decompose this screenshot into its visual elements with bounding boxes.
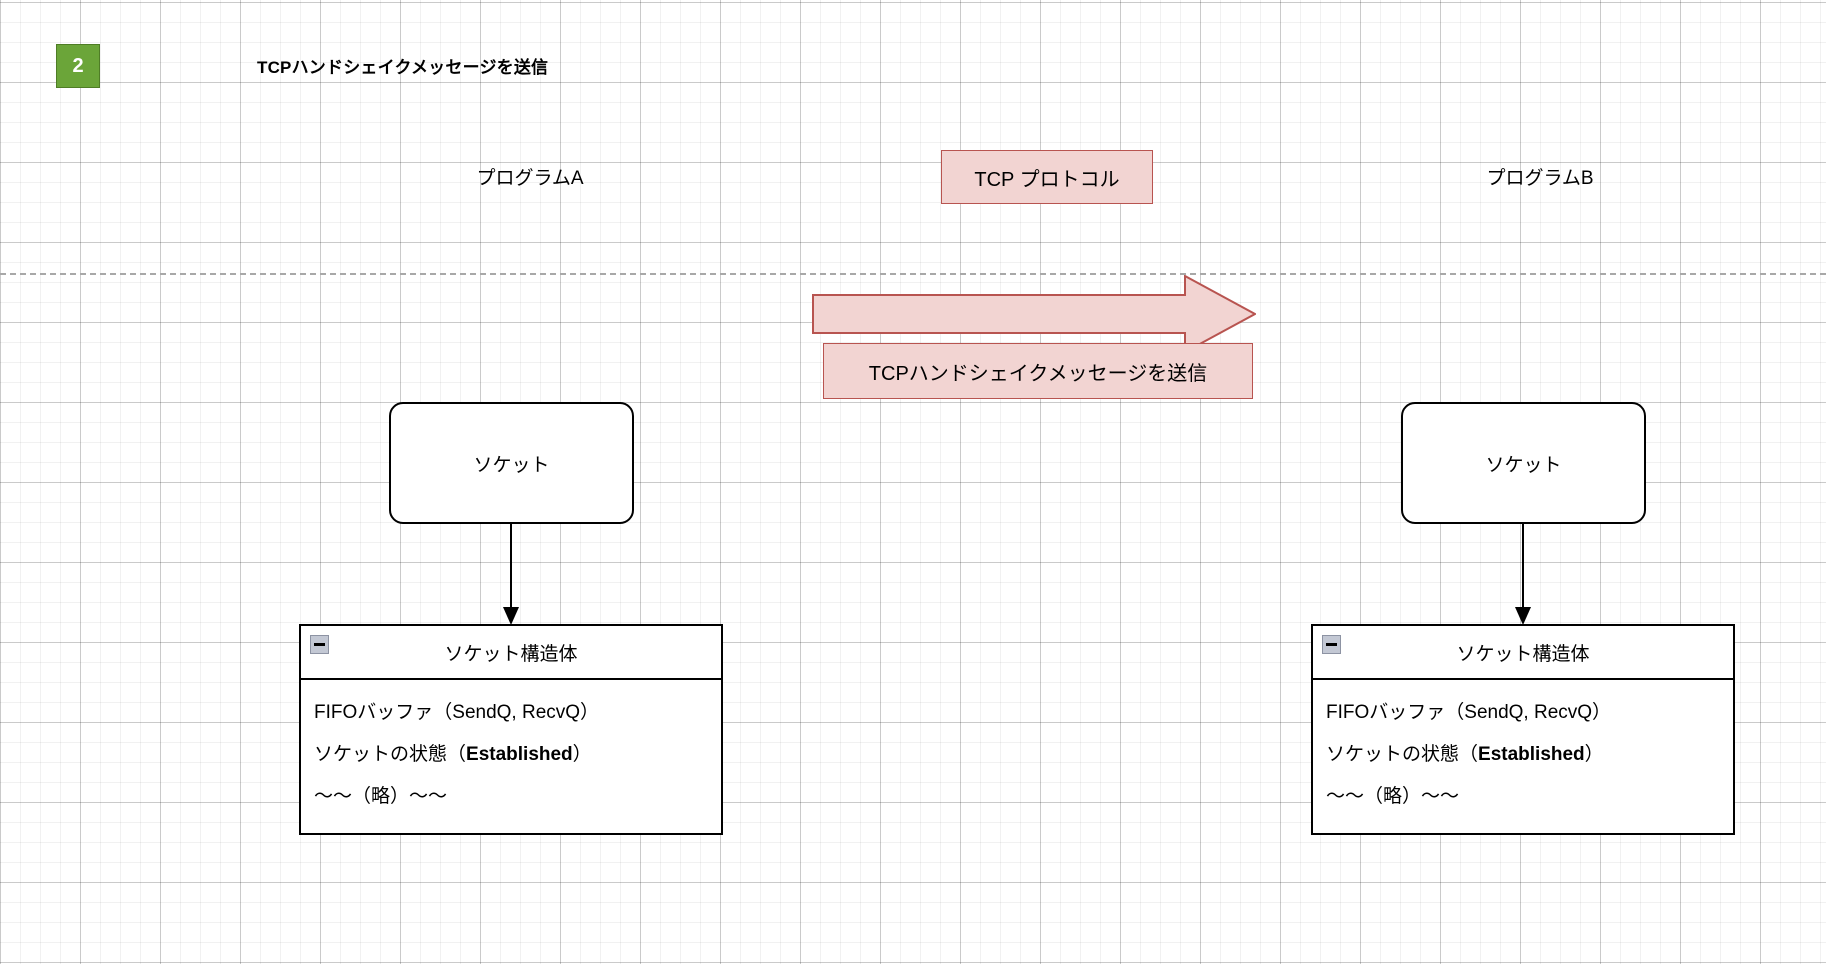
struct-row-socket-state-prefix: ソケットの状態（ xyxy=(314,743,467,765)
socket-node-a-label: ソケット xyxy=(473,454,550,476)
socket-struct-header-a-label: ソケット構造体 xyxy=(444,643,578,665)
struct-row-socket-state-prefix: ソケットの状態（ xyxy=(1326,743,1479,765)
struct-row-fifo-buffer: FIFOバッファ（SendQ, RecvQ） xyxy=(314,702,600,723)
struct-row-socket-state: ソケットの状態（Established） xyxy=(1313,734,1733,776)
socket-struct-body-b: FIFOバッファ（SendQ, RecvQ） ソケットの状態（Establish… xyxy=(1313,680,1733,833)
minus-bar xyxy=(314,643,325,646)
minus-icon[interactable] xyxy=(1322,635,1341,654)
struct-row-socket-state-value: Established xyxy=(1478,743,1585,765)
socket-struct-table-b: ソケット構造体 FIFOバッファ（SendQ, RecvQ） ソケットの状態（E… xyxy=(1311,624,1735,836)
message-label-box: TCPハンドシェイクメッセージを送信 xyxy=(823,343,1253,399)
struct-row-omitted: 〜〜（略）〜〜 xyxy=(1326,785,1460,807)
socket-node-a: ソケット xyxy=(389,402,634,524)
connector-arrow-a-icon xyxy=(498,523,524,627)
socket-struct-table-a: ソケット構造体 FIFOバッファ（SendQ, RecvQ） ソケットの状態（E… xyxy=(299,624,723,836)
minus-icon[interactable] xyxy=(310,635,329,654)
socket-node-b-label: ソケット xyxy=(1485,454,1562,476)
struct-row-socket-state-suffix: ） xyxy=(572,743,592,765)
column-label-program-b: プログラムB xyxy=(1486,168,1594,189)
step-title: TCPハンドシェイクメッセージを送信 xyxy=(257,58,549,77)
tcp-protocol-box: TCP プロトコル xyxy=(941,150,1153,204)
socket-struct-header-b: ソケット構造体 xyxy=(1313,626,1733,680)
step-number-badge: 2 xyxy=(56,44,100,88)
struct-row-omitted: 〜〜（略）〜〜 xyxy=(314,785,448,807)
struct-row-fifo-buffer: FIFOバッファ（SendQ, RecvQ） xyxy=(1326,702,1612,723)
network-boundary-divider xyxy=(0,273,1826,275)
socket-struct-header-b-label: ソケット構造体 xyxy=(1456,643,1590,665)
minus-bar xyxy=(1326,643,1337,646)
socket-struct-body-a: FIFOバッファ（SendQ, RecvQ） ソケットの状態（Establish… xyxy=(301,680,721,833)
struct-row-socket-state-suffix: ） xyxy=(1584,743,1604,765)
struct-row-socket-state-value: Established xyxy=(466,743,573,765)
message-flow-arrow-icon xyxy=(812,274,1258,354)
socket-node-b: ソケット xyxy=(1401,402,1646,524)
column-label-program-a: プログラムA xyxy=(476,168,584,189)
connector-arrow-b-icon xyxy=(1510,523,1536,627)
socket-struct-header-a: ソケット構造体 xyxy=(301,626,721,680)
struct-row-socket-state: ソケットの状態（Established） xyxy=(301,734,721,776)
